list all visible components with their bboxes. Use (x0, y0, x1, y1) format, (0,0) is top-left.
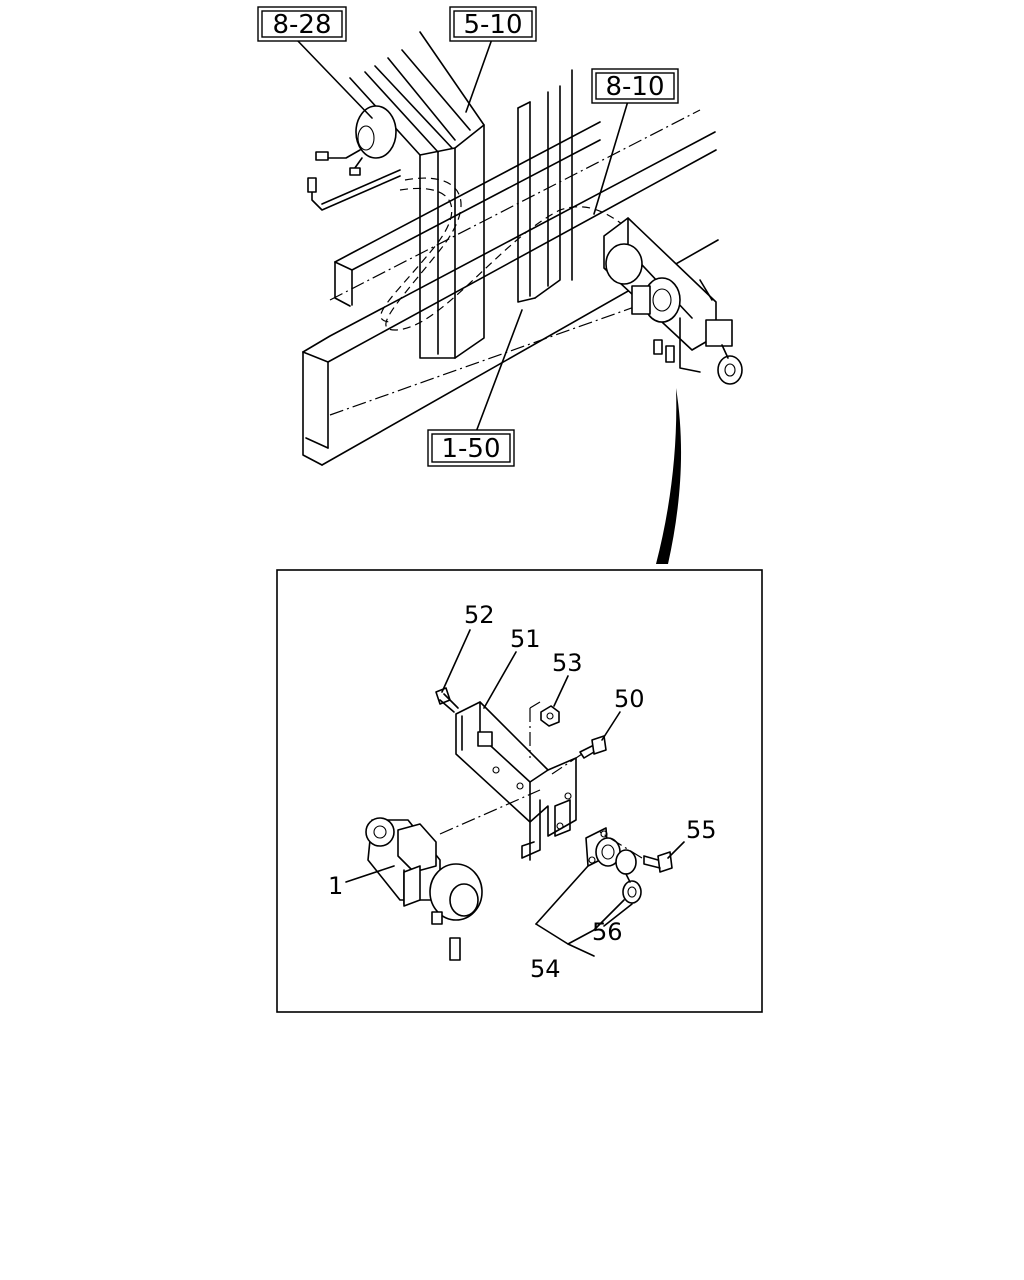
cab-pillar (349, 31, 485, 359)
solenoid-valve[interactable] (365, 817, 483, 961)
reference-label: 5-10 (463, 10, 522, 40)
leader-55 (667, 841, 685, 859)
callout-52: 52 (464, 601, 495, 629)
leader-8-28 (295, 38, 373, 119)
vertical-channel (517, 69, 573, 303)
leader-8-10 (593, 100, 629, 215)
reference-box-5-10[interactable]: 5-10 (449, 6, 537, 42)
callout-50: 50 (614, 685, 645, 713)
reference-label: 8-10 (605, 72, 664, 102)
callout-1: 1 (328, 872, 343, 900)
reference-box-8-10[interactable]: 8-10 (591, 68, 679, 104)
detail-view: 52 51 53 50 55 1 56 54 (276, 569, 763, 1013)
chassis-frame-rail (302, 109, 719, 466)
detail-pointer (656, 388, 682, 564)
reference-box-1-50[interactable]: 1-50 (427, 429, 515, 467)
callout-54: 54 (530, 955, 561, 983)
bolt-55[interactable] (643, 851, 673, 873)
leader-1-50 (475, 309, 523, 433)
reference-box-8-28[interactable]: 8-28 (257, 6, 347, 42)
seal-ring-56[interactable] (615, 849, 642, 904)
leader-51 (483, 651, 517, 709)
reference-label: 1-50 (441, 434, 500, 464)
leader-1 (345, 865, 395, 883)
leader-54 (535, 865, 589, 925)
callout-51: 51 (510, 625, 541, 653)
nut-53[interactable] (540, 705, 560, 727)
callout-53: 53 (552, 649, 583, 677)
bolt-52[interactable] (435, 687, 459, 713)
bracket[interactable] (455, 701, 577, 861)
cap-plate[interactable] (585, 827, 621, 867)
solenoid-assembly-overview (603, 217, 743, 385)
callout-55: 55 (686, 816, 717, 844)
leader-56 (603, 903, 633, 927)
leader-52 (441, 629, 471, 693)
leader-53 (553, 675, 569, 707)
reference-label: 8-28 (272, 10, 331, 40)
leader-50 (601, 711, 621, 741)
vehicle-overview: 8-28 5-10 8-10 1-50 (257, 6, 743, 467)
wiring-harness (385, 177, 631, 331)
leader-5-10 (465, 38, 493, 113)
callout-56: 56 (592, 918, 623, 946)
horn-assembly (307, 105, 401, 211)
detail-frame (276, 569, 763, 1013)
